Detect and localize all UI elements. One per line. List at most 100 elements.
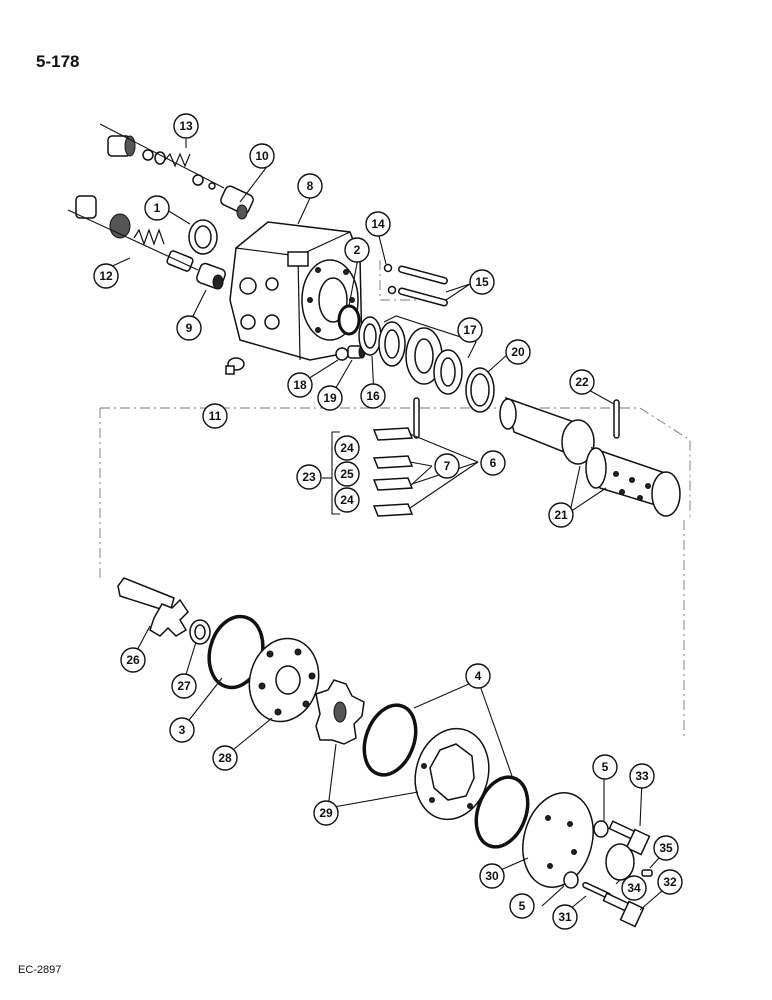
callout-9: 9 (176, 315, 202, 341)
svg-text:24: 24 (340, 493, 354, 507)
callout-19: 19 (317, 385, 343, 411)
centering-springs-24-25 (372, 427, 414, 517)
callout-24-a: 24 (334, 435, 360, 461)
washer-5-b (563, 871, 579, 889)
gerotor-star-29 (315, 679, 365, 745)
washer-27 (189, 619, 211, 645)
spacer-plate-28 (248, 637, 320, 723)
callout-35: 35 (653, 835, 679, 861)
callout-15: 15 (469, 269, 495, 295)
svg-text:14: 14 (371, 217, 385, 231)
callout-6: 6 (480, 450, 506, 476)
callout-17: 17 (457, 317, 483, 343)
svg-text:7: 7 (444, 459, 451, 473)
svg-text:18: 18 (293, 378, 307, 392)
svg-text:2: 2 (354, 243, 361, 257)
callout-13: 13 (173, 113, 199, 139)
svg-text:35: 35 (659, 841, 673, 855)
callout-16: 16 (360, 383, 386, 409)
callout-21: 21 (548, 502, 574, 528)
gerotor-ring-29 (414, 727, 490, 821)
fitting-11 (225, 357, 245, 375)
callout-8: 8 (297, 173, 323, 199)
callout-5-a: 5 (592, 754, 618, 780)
o-ring-2 (337, 304, 361, 336)
callout-3: 3 (169, 717, 195, 743)
bolt-33 (608, 820, 651, 856)
svg-text:13: 13 (179, 119, 193, 133)
valve-stack-13 (107, 135, 216, 190)
callout-27: 27 (171, 673, 197, 699)
callout-34: 34 (621, 875, 647, 901)
callout-12: 12 (93, 263, 119, 289)
svg-text:27: 27 (177, 679, 191, 693)
callout-22: 22 (569, 369, 595, 395)
callout-24-b: 24 (334, 487, 360, 513)
svg-text:17: 17 (463, 323, 477, 337)
svg-text:5: 5 (519, 899, 526, 913)
svg-text:34: 34 (627, 881, 641, 895)
washer-5-a (593, 820, 609, 838)
callout-28: 28 (212, 745, 238, 771)
sleeve-1 (188, 219, 218, 255)
callout-14: 14 (365, 211, 391, 237)
svg-text:30: 30 (485, 869, 499, 883)
svg-text:6: 6 (490, 456, 497, 470)
svg-text:11: 11 (209, 409, 222, 423)
callout-33: 33 (629, 763, 655, 789)
valve-housing-8 (229, 221, 363, 361)
svg-text:31: 31 (558, 910, 572, 924)
svg-text:28: 28 (218, 751, 232, 765)
pin-22-drawn (613, 399, 620, 439)
svg-text:15: 15 (475, 275, 489, 289)
callout-18: 18 (287, 372, 313, 398)
svg-text:9: 9 (186, 321, 193, 335)
callout-25: 25 (334, 461, 360, 487)
callout-32: 32 (657, 869, 683, 895)
plug-35 (641, 869, 653, 877)
svg-text:21: 21 (554, 508, 568, 522)
svg-text:32: 32 (663, 875, 677, 889)
page-number: 5-178 (36, 52, 80, 71)
svg-text:19: 19 (323, 391, 337, 405)
plug-10 (220, 185, 254, 220)
figure-code: EC-2897 (18, 964, 62, 976)
callout-2: 2 (344, 237, 370, 263)
end-cap-30 (522, 792, 594, 888)
callout-7: 7 (434, 453, 460, 479)
svg-text:20: 20 (511, 345, 525, 359)
callout-29: 29 (313, 800, 339, 826)
seal-ring-4-b (474, 775, 530, 849)
callout-20: 20 (505, 339, 531, 365)
callout-23: 23 (296, 464, 322, 490)
drive-shaft-26 (117, 577, 189, 637)
svg-text:8: 8 (307, 179, 314, 193)
spool-sleeve-21 (499, 396, 681, 517)
pin-22 (413, 397, 420, 439)
svg-text:16: 16 (366, 389, 380, 403)
svg-text:5: 5 (602, 760, 609, 774)
pins-14-15 (383, 263, 449, 307)
callout-26: 26 (120, 647, 146, 673)
svg-text:3: 3 (179, 723, 186, 737)
svg-text:23: 23 (302, 470, 316, 484)
svg-text:25: 25 (340, 467, 354, 481)
callout-30: 30 (479, 863, 505, 889)
bolt-32 (602, 892, 645, 928)
svg-text:24: 24 (340, 441, 354, 455)
plug-34 (605, 843, 635, 881)
svg-text:10: 10 (255, 149, 269, 163)
svg-text:33: 33 (635, 769, 649, 783)
callout-1: 1 (144, 195, 170, 221)
svg-text:29: 29 (319, 806, 333, 820)
plug-9 (196, 262, 226, 290)
bearing-set-17 (378, 321, 463, 395)
callout-4: 4 (465, 663, 491, 689)
callout-5-b: 5 (509, 893, 535, 919)
svg-text:4: 4 (475, 669, 482, 683)
svg-text:22: 22 (575, 375, 589, 389)
callout-11: 11 (202, 403, 228, 429)
seal-ring-4-a (362, 703, 418, 777)
callout-31: 31 (552, 904, 578, 930)
